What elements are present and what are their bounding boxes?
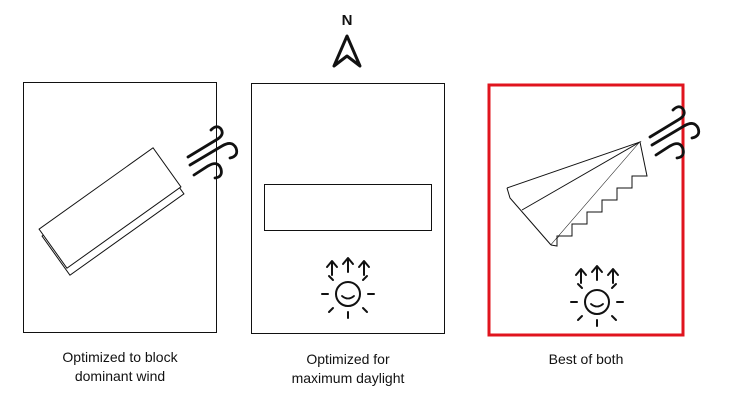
building-rotated [38, 147, 185, 276]
sun-rays-icon [321, 257, 375, 319]
north-arrow-icon [332, 34, 362, 68]
wind-icon [186, 125, 239, 180]
north-label: N [342, 12, 353, 29]
panel-wind [23, 82, 239, 333]
building-elongated [264, 184, 432, 231]
caption-daylight: Optimized for maximum daylight [248, 350, 448, 388]
panel-daylight-frame [251, 83, 445, 334]
panel-both [487, 83, 701, 337]
caption-daylight-line-1: Optimized for [306, 351, 390, 367]
caption-both-line-1: Best of both [548, 351, 624, 367]
panel-daylight [251, 83, 445, 334]
caption-wind-line-2: dominant wind [74, 368, 166, 384]
building-sawtooth [506, 140, 648, 247]
caption-wind-line-1: Optimized to block [62, 349, 178, 365]
panel-wind-frame [23, 82, 217, 333]
caption-daylight-line-2: maximum daylight [291, 370, 405, 386]
compass: N [332, 12, 362, 68]
wind-icon [648, 105, 701, 160]
sun-rays-icon [570, 265, 624, 327]
highlight-frame [487, 83, 685, 337]
caption-both: Best of both [486, 350, 686, 369]
caption-wind: Optimized to block dominant wind [20, 348, 220, 386]
